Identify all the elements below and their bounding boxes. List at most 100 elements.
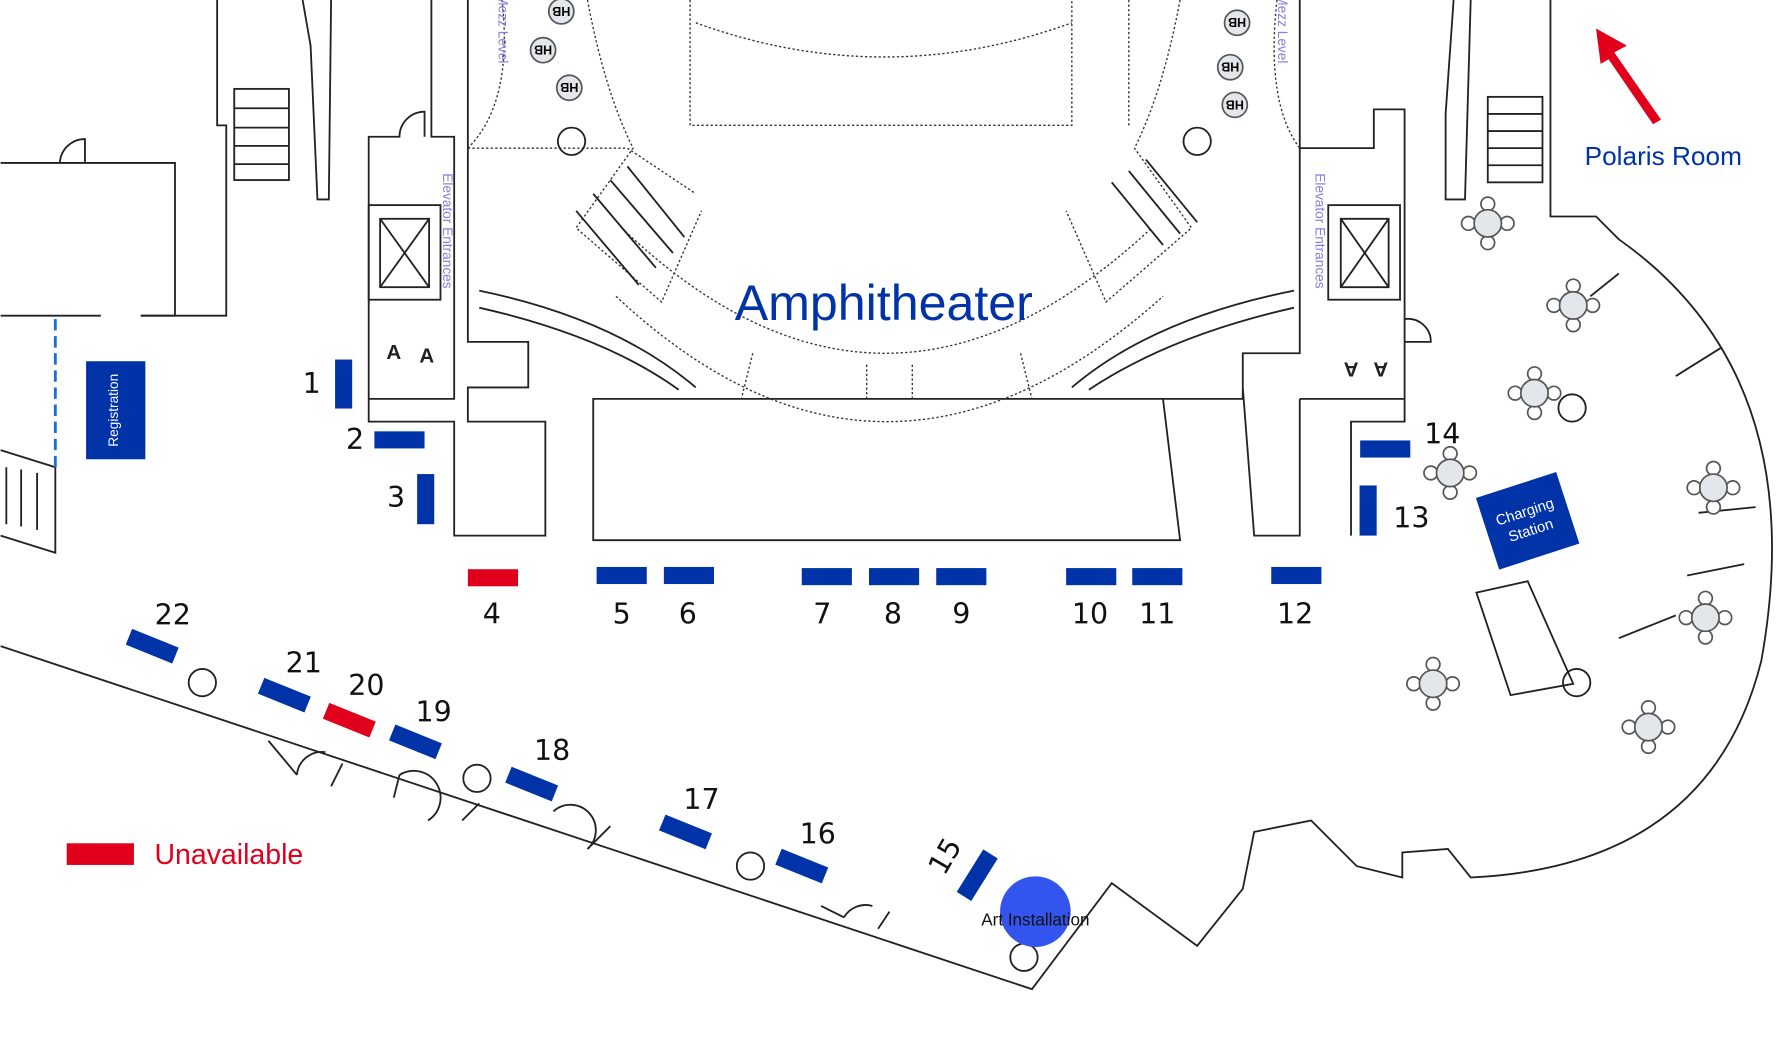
booth-available-marker[interactable]: [505, 766, 559, 802]
booth-number-label: 20: [348, 669, 384, 702]
booth-available-marker[interactable]: [125, 628, 179, 664]
charging-station[interactable]: Charging Station: [1475, 471, 1580, 570]
cafe-table-icon: [1406, 656, 1461, 711]
booth-available-marker[interactable]: [1360, 440, 1411, 458]
booth-number-label: 3: [387, 481, 405, 514]
booth-number-label: 22: [155, 599, 191, 632]
booth-4[interactable]: 4: [467, 569, 518, 630]
hb-marker-icon: HB: [1221, 91, 1249, 119]
booth-available-marker[interactable]: [663, 566, 715, 585]
svg-text:HB: HB: [1221, 60, 1239, 74]
booth-available-marker[interactable]: [659, 814, 712, 850]
hb-marker-icon: HB: [1223, 9, 1251, 37]
art-installation-label: Art Installation: [981, 910, 1089, 929]
booth-number-label: 21: [286, 646, 322, 679]
booth-number-label: 5: [613, 597, 631, 630]
booth-number-label: 6: [679, 597, 697, 630]
booth-6[interactable]: 6: [663, 566, 715, 630]
registration-label: Registration: [106, 374, 121, 447]
booth-available-marker[interactable]: [1132, 568, 1183, 586]
booth-unavailable-marker[interactable]: [322, 702, 376, 738]
elevator-entrances-left-label: Elevator Entrances: [440, 173, 455, 289]
registration-desk[interactable]: Registration: [86, 361, 146, 460]
cafe-table-icon: [1460, 196, 1515, 251]
booth-number-label: 17: [683, 783, 719, 816]
svg-text:HB: HB: [1228, 15, 1246, 29]
booth-10[interactable]: 10: [1066, 568, 1117, 630]
booth-number-label: 2: [346, 423, 364, 456]
booth-number-label: 8: [884, 597, 902, 630]
cafe-table-icon: [1546, 278, 1601, 333]
cafe-table-icon: [1507, 366, 1562, 421]
booth-18[interactable]: 18: [505, 734, 570, 802]
booth-21[interactable]: 21: [257, 646, 322, 713]
hb-markers: HB HB HB HB HB HB: [529, 0, 1251, 119]
svg-text:HB: HB: [534, 43, 552, 57]
booth-unavailable-marker[interactable]: [467, 569, 518, 587]
booth-number-label: 19: [416, 695, 452, 728]
booth-available-marker[interactable]: [1359, 485, 1377, 536]
svg-text:A: A: [1373, 357, 1388, 380]
booth-number-label: 4: [483, 597, 501, 630]
hb-marker-icon: HB: [555, 74, 583, 102]
booth-number-label: 11: [1139, 597, 1175, 630]
polaris-room-label[interactable]: Polaris Room: [1585, 141, 1742, 171]
booth-8[interactable]: 8: [868, 568, 920, 630]
booth-1[interactable]: 1: [303, 359, 353, 409]
booth-9[interactable]: 9: [936, 568, 987, 630]
elevator-entrances-right-label: Elevator Entrances: [1313, 173, 1328, 289]
booth-available-marker[interactable]: [868, 568, 920, 586]
booth-number-label: 10: [1072, 597, 1108, 630]
booth-20[interactable]: 20: [322, 669, 385, 738]
booth-12[interactable]: 12: [1271, 566, 1322, 630]
booth-available-marker[interactable]: [1271, 566, 1322, 585]
booth-19[interactable]: 19: [388, 695, 452, 760]
booth-2[interactable]: 2: [346, 423, 425, 456]
booth-number-label: 12: [1277, 597, 1313, 630]
amphitheater-seating: [467, 0, 1301, 423]
booth-available-marker[interactable]: [417, 474, 435, 525]
floor-plan-walls: [0, 0, 1773, 991]
booth-number-label: 1: [303, 367, 321, 400]
legend-unavailable-label: Unavailable: [154, 839, 303, 871]
booth-number-label: 9: [952, 597, 970, 630]
booth-22[interactable]: 22: [125, 599, 191, 664]
booth-3[interactable]: 3: [387, 474, 435, 525]
booth-16[interactable]: 16: [775, 817, 836, 884]
booth-available-marker[interactable]: [956, 849, 998, 901]
arrow-up-left-icon: [1596, 28, 1661, 125]
booth-available-marker[interactable]: [374, 431, 425, 449]
booth-number-label: 14: [1424, 417, 1460, 450]
booth-17[interactable]: 17: [659, 783, 720, 850]
legend-unavailable-swatch: [66, 843, 134, 865]
booth-number-label: 18: [534, 734, 570, 767]
booth-11[interactable]: 11: [1132, 568, 1183, 630]
booth-number-label: 13: [1393, 502, 1429, 535]
booth-available-marker[interactable]: [801, 568, 852, 586]
booth-14[interactable]: 14: [1360, 417, 1460, 458]
cafe-table-icon: [1423, 445, 1478, 500]
booth-15[interactable]: 15: [922, 832, 998, 901]
booth-available-marker[interactable]: [596, 566, 647, 585]
booth-available-marker[interactable]: [936, 568, 987, 586]
cafe-tables: [1406, 196, 1741, 755]
hb-marker-icon: HB: [547, 0, 575, 25]
booth-available-marker[interactable]: [257, 677, 311, 713]
art-installation[interactable]: Art Installation: [981, 876, 1089, 947]
booth-available-marker[interactable]: [335, 359, 353, 409]
cafe-table-icon: [1678, 590, 1733, 645]
booth-available-marker[interactable]: [1066, 568, 1117, 586]
svg-text:HB: HB: [1226, 97, 1244, 111]
mezz-level-right-label: Mezz Level: [1275, 0, 1290, 63]
booth-7[interactable]: 7: [801, 568, 852, 630]
booth-13[interactable]: 13: [1359, 485, 1430, 536]
booth-5[interactable]: 5: [596, 566, 647, 630]
svg-text:A: A: [1343, 357, 1358, 380]
svg-text:A: A: [419, 344, 434, 367]
booth-available-marker[interactable]: [388, 724, 442, 760]
cafe-table-icon: [1621, 699, 1676, 755]
booth-available-marker[interactable]: [775, 848, 829, 884]
